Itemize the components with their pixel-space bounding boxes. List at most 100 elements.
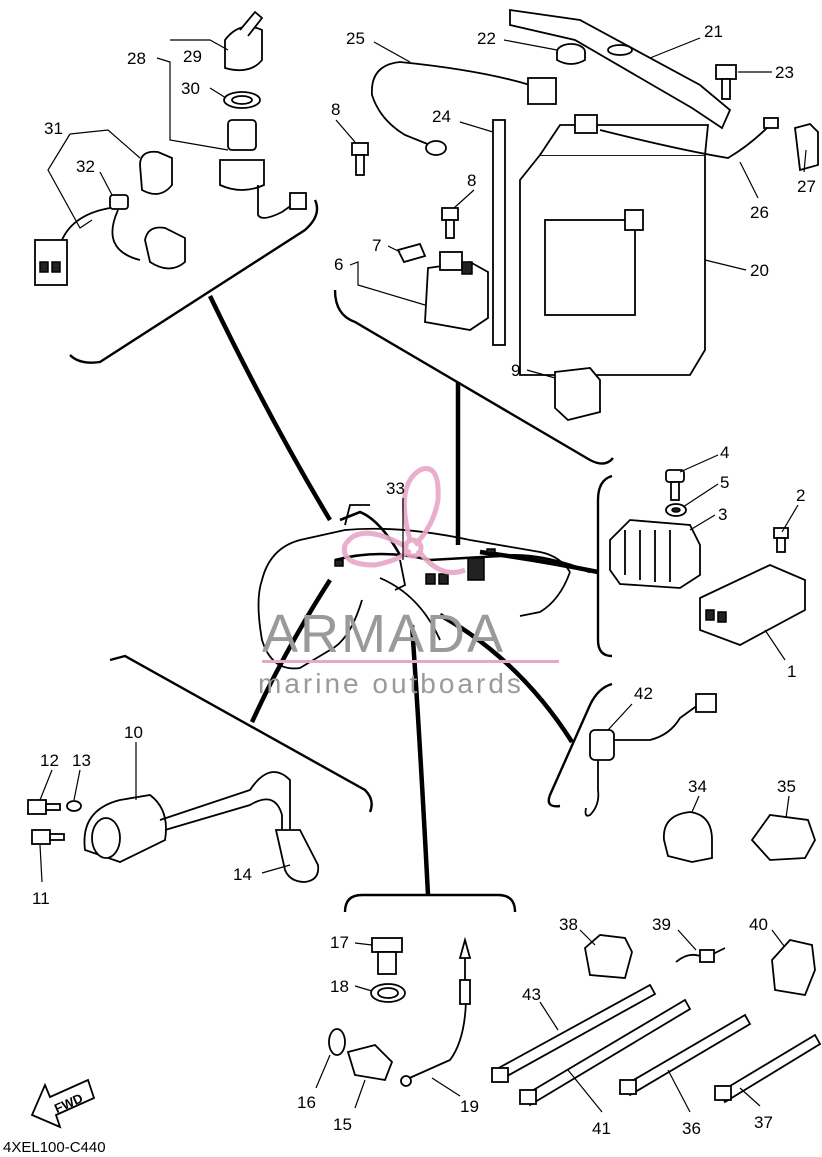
group-bracket-ignition-coil — [109, 654, 373, 813]
callouts: 1 2 3 4 5 6 7 8 8 9 10 11 12 — [32, 22, 816, 1138]
bolt-11 — [31, 829, 65, 845]
callout-39: 39 — [652, 915, 671, 934]
leader-neutral-switch — [438, 613, 574, 744]
cable-tie-43 — [491, 983, 657, 1083]
clamp-35 — [750, 814, 816, 861]
gasket-16 — [328, 1028, 346, 1056]
rectifier-3 — [609, 519, 701, 589]
connector-assembly-31 — [34, 150, 186, 286]
callout-11: 11 — [32, 889, 50, 908]
starter-relay-6 — [424, 251, 489, 331]
callout-18: 18 — [330, 977, 349, 996]
callout-8a: 8 — [331, 100, 340, 119]
callout-7: 7 — [372, 236, 381, 255]
watermark: ARMADA marine outboards — [258, 466, 559, 699]
lead-19 — [400, 936, 472, 1087]
leader-sensors — [409, 624, 431, 896]
cap-22 — [556, 43, 586, 65]
callout-14: 14 — [233, 865, 252, 884]
tube-24 — [492, 119, 506, 346]
bolt-4 — [665, 469, 685, 501]
ignition-coil-10 — [83, 771, 320, 883]
callout-23: 23 — [775, 63, 794, 82]
callout-17: 17 — [330, 933, 349, 952]
clamp-38 — [584, 934, 633, 979]
callout-37: 37 — [754, 1113, 773, 1132]
callout-30: 30 — [181, 79, 200, 98]
callout-20: 20 — [750, 261, 769, 280]
callout-5: 5 — [720, 473, 729, 492]
callout-1: 1 — [787, 662, 796, 681]
callout-43: 43 — [522, 985, 541, 1004]
neutral-switch-42 — [584, 693, 717, 817]
wire-harness — [334, 504, 591, 641]
callout-3: 3 — [718, 505, 727, 524]
forward-arrow-icon: FWD — [30, 1078, 96, 1129]
cdi-unit-1 — [699, 564, 806, 646]
group-bracket-main-switch — [69, 199, 319, 364]
callout-33: 33 — [386, 479, 405, 498]
watermark-tagline: marine outboards — [258, 668, 524, 699]
callout-4: 4 — [720, 443, 729, 462]
callout-24: 24 — [432, 107, 451, 126]
watermark-logo-icon — [341, 466, 466, 575]
cable-tie-41 — [519, 998, 692, 1107]
battery-assembly — [519, 114, 779, 376]
callout-27: 27 — [797, 177, 816, 196]
callout-10: 10 — [124, 723, 143, 742]
callout-38: 38 — [559, 915, 578, 934]
relay-9 — [554, 367, 601, 421]
cable-tie-36 — [619, 1013, 752, 1097]
group-bracket-sensors — [343, 893, 517, 913]
callout-35: 35 — [777, 777, 796, 796]
bolt-8a — [351, 142, 369, 176]
callout-34: 34 — [688, 777, 707, 796]
watermark-underline — [262, 660, 559, 663]
callout-2: 2 — [796, 486, 805, 505]
callout-31: 31 — [44, 119, 63, 138]
bolt-8b — [441, 207, 459, 239]
clamp-40 — [771, 939, 816, 997]
callout-12: 12 — [40, 751, 59, 770]
callout-13: 13 — [72, 751, 91, 770]
callout-40: 40 — [749, 915, 768, 934]
leader-main-switch — [207, 295, 332, 522]
callout-29: 29 — [183, 47, 202, 66]
bolt-23 — [715, 64, 737, 100]
vehicle-outline — [257, 527, 571, 670]
cap-27 — [794, 122, 819, 172]
clamp-34 — [663, 811, 713, 863]
callout-19: 19 — [460, 1097, 479, 1116]
callout-42: 42 — [634, 684, 653, 703]
callout-21: 21 — [704, 22, 723, 41]
callout-6: 6 — [334, 255, 343, 274]
callout-22: 22 — [477, 29, 496, 48]
watermark-brand: ARMADA — [262, 604, 505, 664]
fuse-7 — [396, 242, 427, 264]
callout-15: 15 — [333, 1115, 352, 1134]
cable-25 — [371, 61, 557, 156]
callout-36: 36 — [682, 1119, 701, 1138]
callout-9: 9 — [511, 361, 520, 380]
callout-41: 41 — [592, 1119, 611, 1138]
callout-32: 32 — [76, 157, 95, 176]
gasket-18 — [370, 983, 406, 1003]
leader-ignition-coil — [249, 578, 332, 723]
cable-tie-37 — [714, 1033, 822, 1104]
bolt-2 — [773, 527, 789, 553]
diagram-code: 4XEL100-C440 — [3, 1139, 106, 1156]
bracket-21 — [509, 8, 732, 130]
main-switch-assembly — [219, 10, 307, 219]
switch-15 — [346, 1043, 394, 1082]
bolt-12 — [27, 799, 61, 815]
callout-25: 25 — [346, 29, 365, 48]
sensor-17 — [371, 937, 403, 975]
washer-5 — [665, 503, 687, 517]
callout-26: 26 — [750, 203, 769, 222]
clip-39 — [675, 947, 726, 963]
group-bracket-battery — [333, 289, 614, 465]
callout-8b: 8 — [467, 171, 476, 190]
group-bracket-neutral-switch — [547, 682, 613, 808]
washer-13 — [66, 800, 82, 812]
